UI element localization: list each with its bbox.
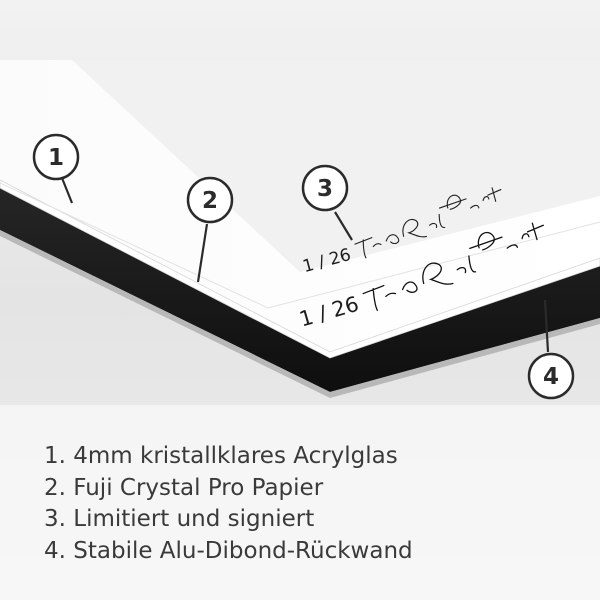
callout-number-1: 1: [48, 145, 64, 171]
leader-line-3: [334, 211, 353, 241]
callout-number-4: 4: [543, 364, 559, 390]
leader-line-4: [543, 299, 550, 353]
legend-backdrop: [0, 405, 600, 600]
photo-paper-border: [0, 182, 600, 309]
callout-circle-1: [32, 133, 80, 181]
signature-upper: [354, 187, 502, 259]
legend-item-dibond: 4. Stabile Alu-Dibond-Rückwand: [44, 537, 413, 564]
legend-item-paper: 2. Fuji Crystal Pro Papier: [44, 474, 324, 501]
callout-number-3: 3: [317, 176, 333, 202]
layer-legend: 1. 4mm kristallklares Acrylglas 2. Fuji …: [44, 441, 413, 567]
legend-item-acrylic: 1. 4mm kristallklares Acrylglas: [44, 443, 398, 469]
callout-3: 3: [301, 164, 349, 212]
callout-circle-2: [186, 176, 234, 224]
dibond-edge: [0, 188, 600, 392]
callout-circle-4: [527, 352, 575, 400]
callout-4: 4: [527, 352, 575, 400]
callout-1: 1: [32, 133, 80, 181]
signature-lower: [362, 222, 544, 311]
callout-circle-3: [301, 164, 349, 212]
photo-paper: [72, 60, 600, 272]
callout-number-2: 2: [202, 188, 218, 214]
acrylic-rim: [0, 179, 600, 359]
legend-item-signature: 3. Limitiert und signiert: [44, 506, 315, 532]
leader-line-1: [60, 177, 74, 204]
leader-line-2: [196, 223, 209, 283]
callout-2: 2: [186, 176, 234, 224]
